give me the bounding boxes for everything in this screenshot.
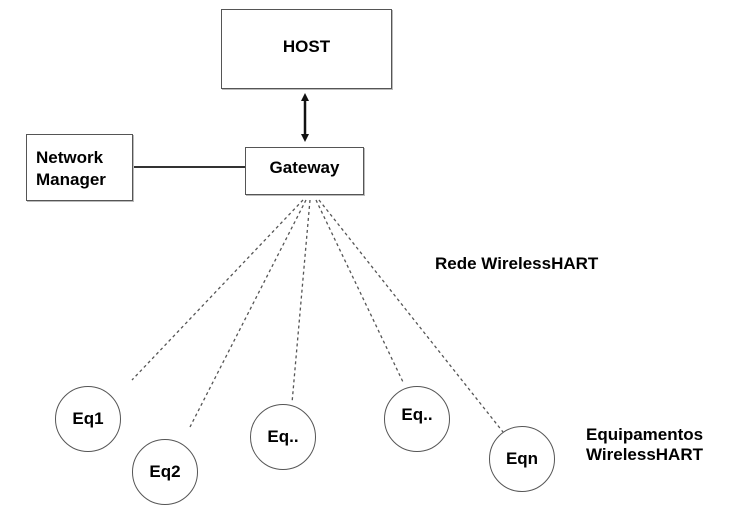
link-eqn xyxy=(318,199,504,433)
network-label: Rede WirelessHART xyxy=(435,254,599,273)
device-label: Eqn xyxy=(505,449,539,468)
link-eq3 xyxy=(291,199,311,404)
device-eq4: Eq.. xyxy=(384,386,450,452)
device-label: Eq.. xyxy=(267,427,299,446)
network-manager-line2: Manager xyxy=(36,170,106,189)
devices-label-line2: WirelessHART xyxy=(586,445,703,464)
link-eq1 xyxy=(131,199,304,381)
network-manager-line1: Network xyxy=(36,148,104,167)
device-label: Eq1 xyxy=(72,409,104,428)
host-box: HOST xyxy=(221,9,392,89)
device-label: Eq.. xyxy=(401,405,433,424)
link-eq4 xyxy=(315,199,404,383)
device-eq3: Eq.. xyxy=(250,404,316,470)
device-label: Eq2 xyxy=(149,462,181,481)
device-eq2: Eq2 xyxy=(132,439,198,505)
network-manager-box: Network Manager xyxy=(26,134,133,201)
device-eq1: Eq1 xyxy=(55,386,121,452)
devices-label-line1: Equipamentos xyxy=(586,425,704,444)
device-eqn: Eqn xyxy=(489,426,555,492)
link-eq2 xyxy=(189,199,307,428)
host-label: HOST xyxy=(282,37,331,56)
gateway-box: Gateway xyxy=(245,147,364,195)
gateway-label: Gateway xyxy=(269,158,340,177)
